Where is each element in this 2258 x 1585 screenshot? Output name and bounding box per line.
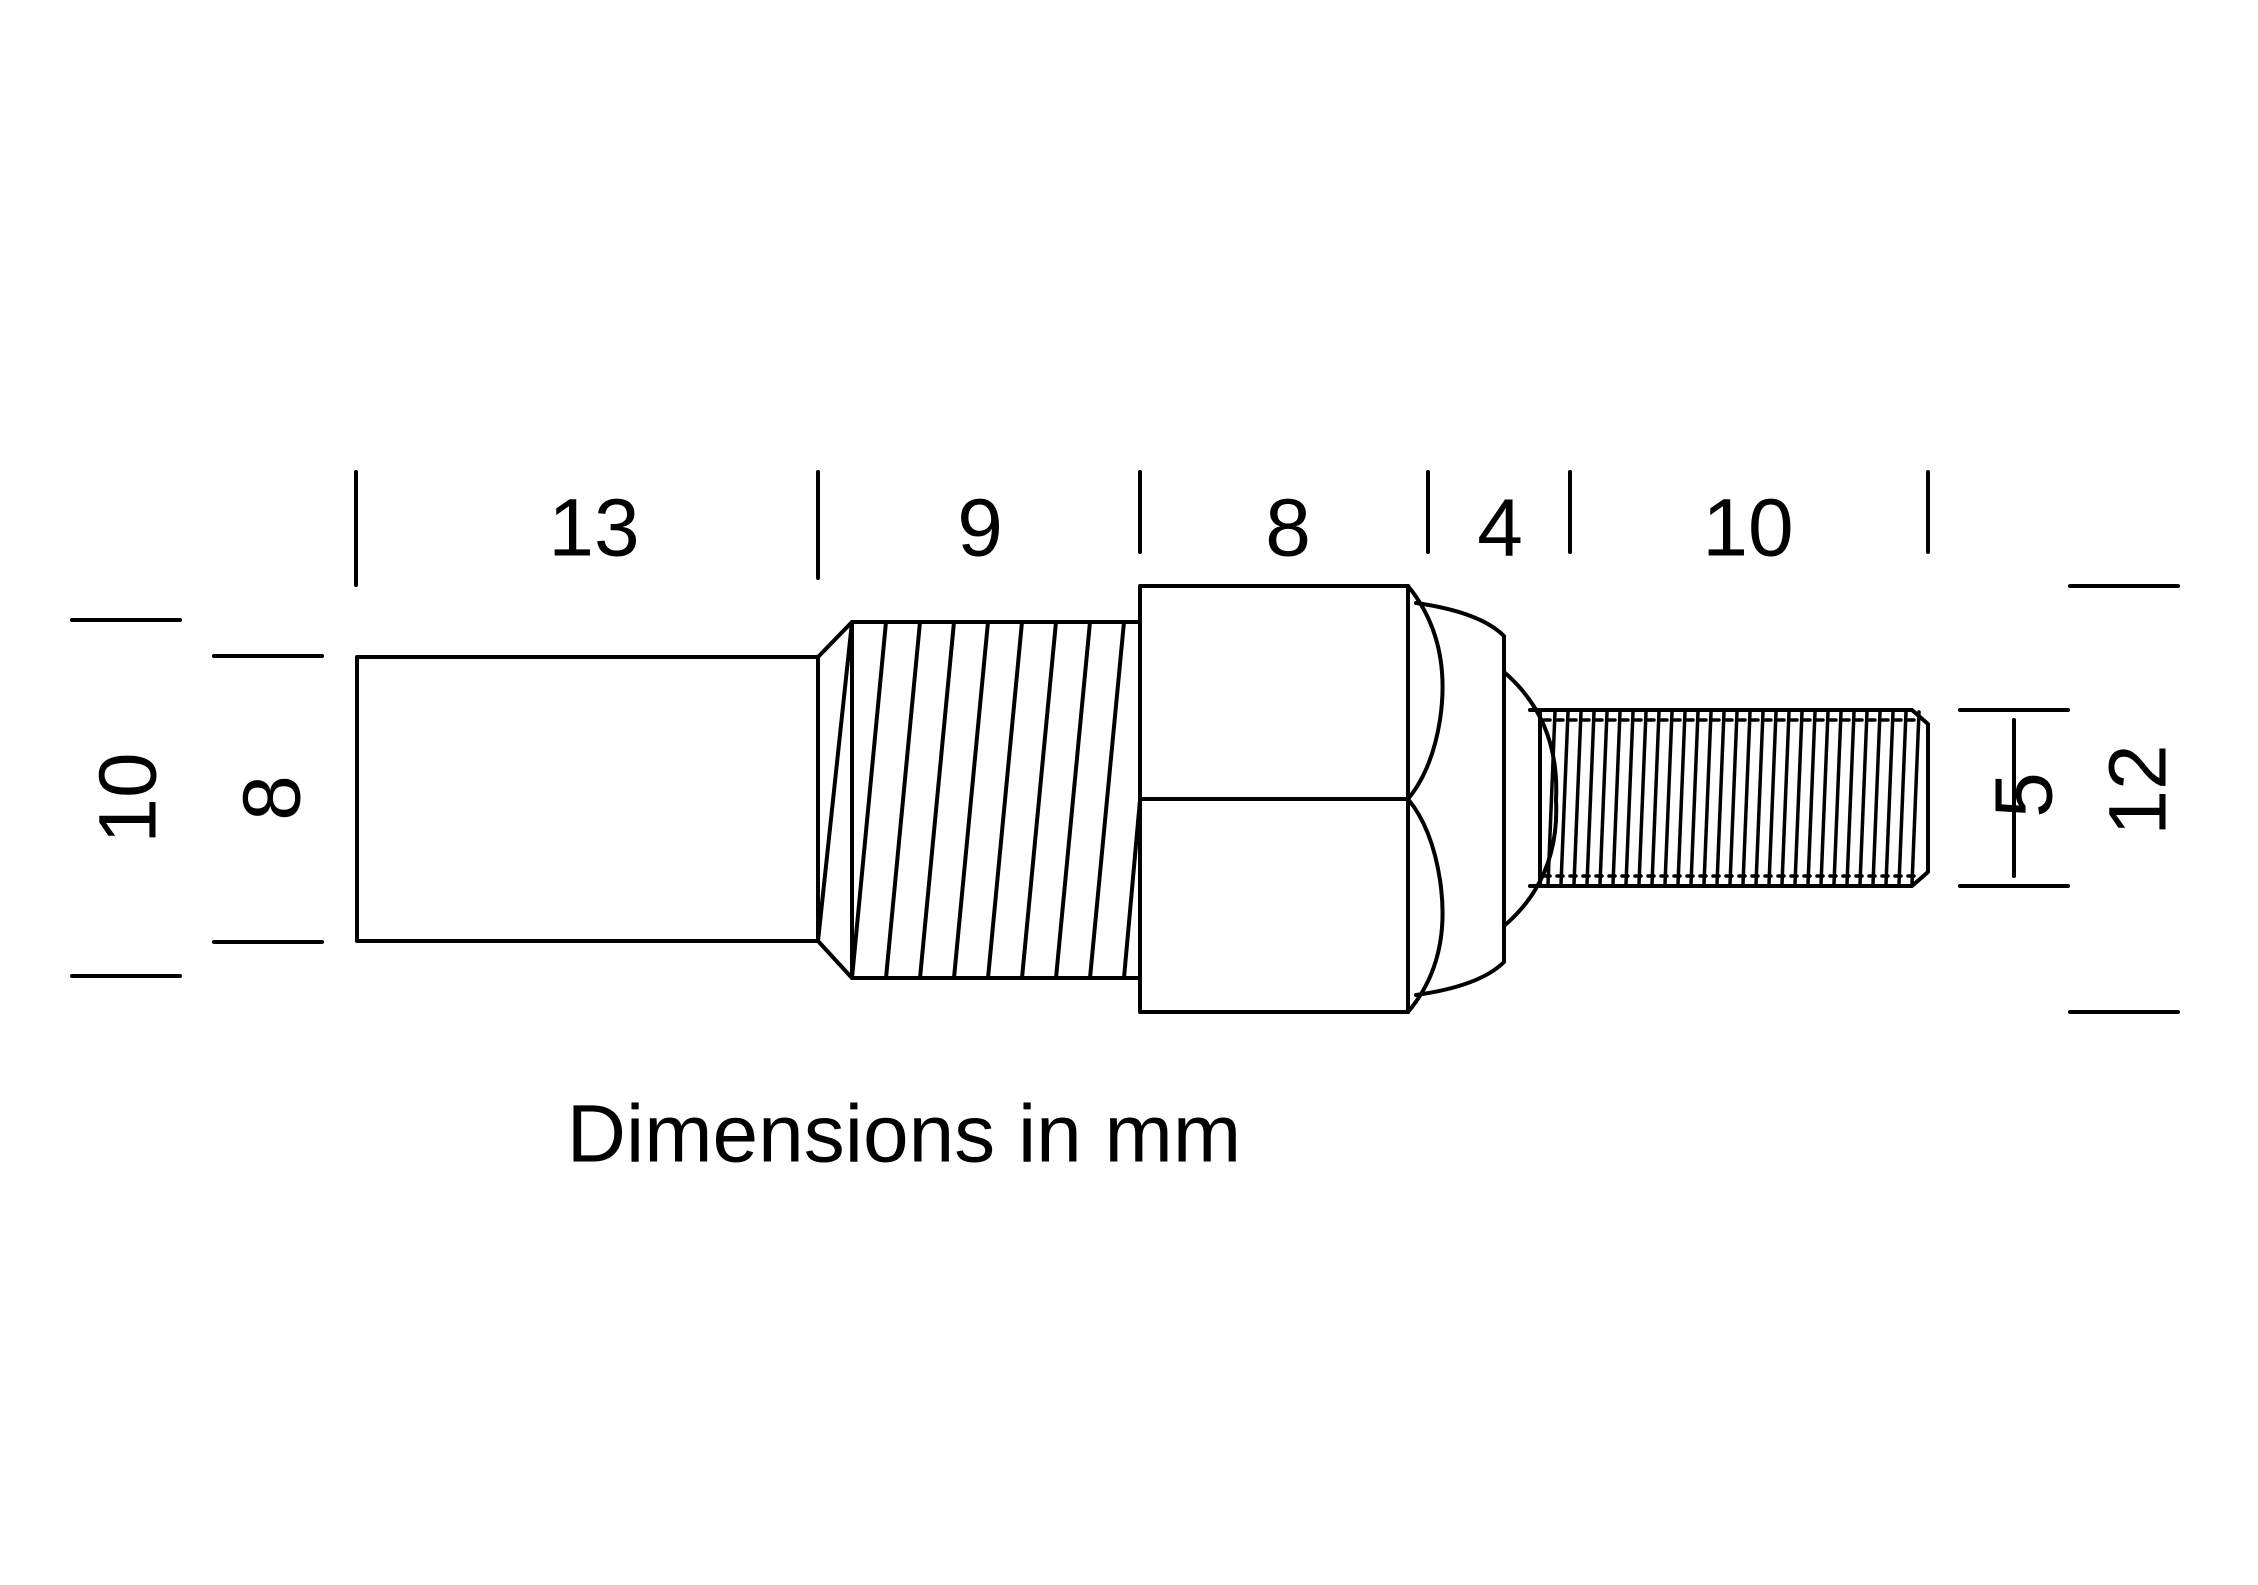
thread-line (1676, 710, 1687, 886)
thread-line (1715, 710, 1726, 886)
thread-line (1845, 710, 1856, 886)
coarse-thread-section (816, 620, 1142, 980)
height-label-outer-right: 12 (2093, 744, 2184, 835)
length-label-hex: 8 (1265, 483, 1311, 574)
thread-line (1702, 710, 1713, 886)
hex-nut (1138, 584, 1445, 1014)
drawing-caption: Dimensions in mm (567, 1089, 1241, 1180)
thread-line (1897, 710, 1908, 886)
thread-line (1871, 710, 1882, 886)
thread-line (1819, 710, 1830, 886)
thread-line (1585, 710, 1596, 886)
thread-line (1689, 710, 1700, 886)
thread-line (1910, 710, 1921, 886)
collar (1414, 601, 1559, 997)
thread-line (1663, 710, 1674, 886)
thread-line (1858, 710, 1869, 886)
height-label-outer-left: 10 (83, 752, 174, 843)
thread-line (1637, 710, 1648, 886)
thread-line (1754, 710, 1765, 886)
length-label-stud: 10 (1702, 483, 1793, 574)
thread-line (1767, 710, 1778, 886)
thread-line (1624, 710, 1635, 886)
length-label-shank: 13 (548, 483, 639, 574)
length-dimension-ticks (354, 470, 1930, 587)
plain-shank (355, 655, 820, 943)
length-label-collar: 4 (1477, 483, 1523, 574)
thread-line (1884, 710, 1895, 886)
thread-line (1650, 710, 1661, 886)
length-label-thread: 9 (957, 483, 1003, 574)
thread-line (1598, 710, 1609, 886)
left-height-ticks (70, 618, 324, 978)
thread-line (1572, 710, 1583, 886)
thread-line (1806, 710, 1817, 886)
right-height-ticks (1958, 584, 2180, 1014)
thread-line (1832, 710, 1843, 886)
thread-line (1546, 710, 1557, 886)
height-label-inner-right: 5 (1979, 772, 2070, 818)
thread-line (1741, 710, 1752, 886)
thread-line (1780, 710, 1791, 886)
thread-line (1559, 710, 1570, 886)
thread-line (1728, 710, 1739, 886)
thread-line (1793, 710, 1804, 886)
height-label-inner-left: 8 (227, 775, 318, 821)
thread-line (1611, 710, 1622, 886)
fine-thread-stud (1528, 708, 1930, 888)
